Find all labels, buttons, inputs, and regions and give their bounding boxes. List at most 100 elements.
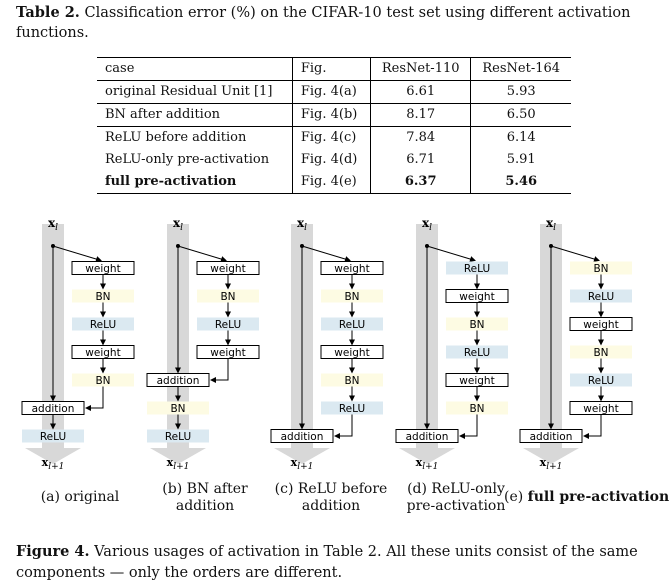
label-c-line2: addition [301, 498, 361, 514]
cell-resnet164: 5.46 [470, 171, 571, 194]
output-arrowhead [274, 448, 330, 464]
table-row: full pre-activation Fig. 4(e) 6.37 5.46 [97, 171, 571, 194]
results-table: case Fig. ResNet-110 ResNet-164 original… [97, 57, 571, 194]
table-caption-text: Classification error (%) on the CIFAR-10… [16, 5, 631, 41]
label-a-text: (a) original [40, 489, 120, 505]
branch-relu-box [446, 261, 508, 275]
cell-resnet110: 6.61 [370, 80, 472, 104]
input-symbol: xl [173, 216, 183, 233]
cell-fig: Fig. 4(a) [292, 80, 371, 104]
header-case: case [97, 57, 293, 81]
branch-weight-box-label: weight [85, 347, 120, 359]
table-caption: Table 2. Classification error (%) on the… [16, 3, 656, 43]
cell-case: BN after addition [97, 103, 293, 127]
cell-resnet110: 7.84 [370, 126, 472, 149]
branch-relu-box-label: ReLU [588, 291, 614, 303]
output-arrowhead [399, 448, 455, 464]
branch-bn-box-label: BN [469, 319, 484, 331]
branch-link [52, 245, 102, 262]
label-c-line1: (c) ReLU before [274, 481, 388, 497]
merge-link [334, 414, 353, 439]
table-row: ReLU before addition Fig. 4(c) 7.84 6.14 [97, 126, 571, 149]
table-row: BN after addition Fig. 4(b) 8.17 6.50 [97, 103, 571, 127]
label-unit-e: (e) full pre-activation [504, 489, 669, 506]
branch-bn-box [446, 317, 508, 331]
branch-bn-box-label: BN [593, 347, 608, 359]
label-e-bold: full pre-activation [527, 489, 669, 505]
branch-relu-box-label: ReLU [215, 319, 241, 331]
output-symbol: xl+1 [540, 456, 563, 472]
branch-relu-box [570, 289, 632, 303]
output-symbol: xl+1 [167, 456, 190, 472]
branch-relu-box [72, 317, 134, 331]
branch-relu-box-label: ReLU [339, 403, 365, 415]
post-relu-box [147, 429, 209, 443]
branch-weight-box-label: weight [583, 403, 618, 415]
label-unit-d: (d) ReLU-only pre-activation [396, 481, 516, 515]
output-arrowhead [25, 448, 81, 464]
branch-weight-box-label: weight [334, 263, 369, 275]
cell-case: original Residual Unit [1] [97, 80, 293, 104]
post-addition-box-label: addition [530, 431, 573, 443]
post-addition-box-label: addition [32, 403, 75, 415]
figure-caption-label: Figure 4. [16, 543, 90, 560]
table-header-row: case Fig. ResNet-110 ResNet-164 [97, 57, 571, 81]
branch-bn-box [446, 401, 508, 415]
label-unit-c: (c) ReLU before addition [266, 481, 396, 515]
branch-bn-box [321, 373, 383, 387]
branch-relu-box [321, 317, 383, 331]
merge-link [85, 386, 104, 411]
input-symbol: xl [546, 216, 556, 233]
branch-relu-box-label: ReLU [588, 375, 614, 387]
post-bn-box-label: BN [170, 403, 185, 415]
table-caption-label: Table 2. [16, 4, 80, 21]
branch-weight-box-label: weight [210, 347, 245, 359]
merge-link [583, 414, 602, 439]
label-d-line1: (d) ReLU-only [407, 481, 505, 497]
branch-weight-box-label: weight [210, 263, 245, 275]
branch-bn-box-label: BN [344, 291, 359, 303]
header-resnet110: ResNet-110 [370, 57, 472, 81]
output-symbol: xl+1 [291, 456, 314, 472]
branch-weight-box-label: weight [334, 347, 369, 359]
output-arrowhead [523, 448, 579, 464]
branch-bn-box [321, 289, 383, 303]
branch-bn-box-label: BN [344, 375, 359, 387]
output-symbol: xl+1 [42, 456, 65, 472]
branch-link [177, 245, 227, 262]
branch-relu-box-label: ReLU [464, 347, 490, 359]
cell-resnet164: 6.14 [506, 130, 536, 145]
cell-fig: Fig. 4(c) [292, 126, 371, 149]
label-b-line1: (b) BN after [162, 481, 248, 497]
cell-fig: Fig. 4(d) [292, 149, 371, 171]
branch-bn-box-label: BN [593, 263, 608, 275]
cell-case: ReLU before addition [97, 126, 293, 149]
cell-resnet164: 6.50 [470, 103, 571, 127]
header-resnet164: ResNet-164 [470, 57, 571, 81]
branch-weight-box-label: weight [85, 263, 120, 275]
branch-relu-box-label: ReLU [339, 319, 365, 331]
cell-resnet164: 5.91 [506, 152, 536, 167]
branch-bn-box-label: BN [95, 291, 110, 303]
branch-relu-box-label: ReLU [90, 319, 116, 331]
post-addition-box-label: addition [406, 431, 449, 443]
post-bn-box [147, 401, 209, 415]
input-symbol: xl [422, 216, 432, 233]
post-relu-box-label: ReLU [165, 431, 191, 443]
post-addition-box-label: addition [157, 375, 200, 387]
branch-relu-box [570, 373, 632, 387]
cell-case: ReLU-only pre-activation [97, 149, 293, 171]
branch-relu-box-label: ReLU [464, 263, 490, 275]
branch-bn-box [197, 289, 259, 303]
branch-bn-box [72, 373, 134, 387]
output-symbol: xl+1 [416, 456, 439, 472]
post-addition-box [270, 429, 334, 443]
branch-bn-box-label: BN [220, 291, 235, 303]
branch-relu-box [197, 317, 259, 331]
branch-weight-box-label: weight [583, 319, 618, 331]
branch-bn-box [570, 345, 632, 359]
header-fig: Fig. [292, 57, 371, 81]
input-symbol: xl [297, 216, 307, 233]
branch-bn-box [570, 261, 632, 275]
cell-fig: Fig. 4(b) [292, 103, 371, 127]
